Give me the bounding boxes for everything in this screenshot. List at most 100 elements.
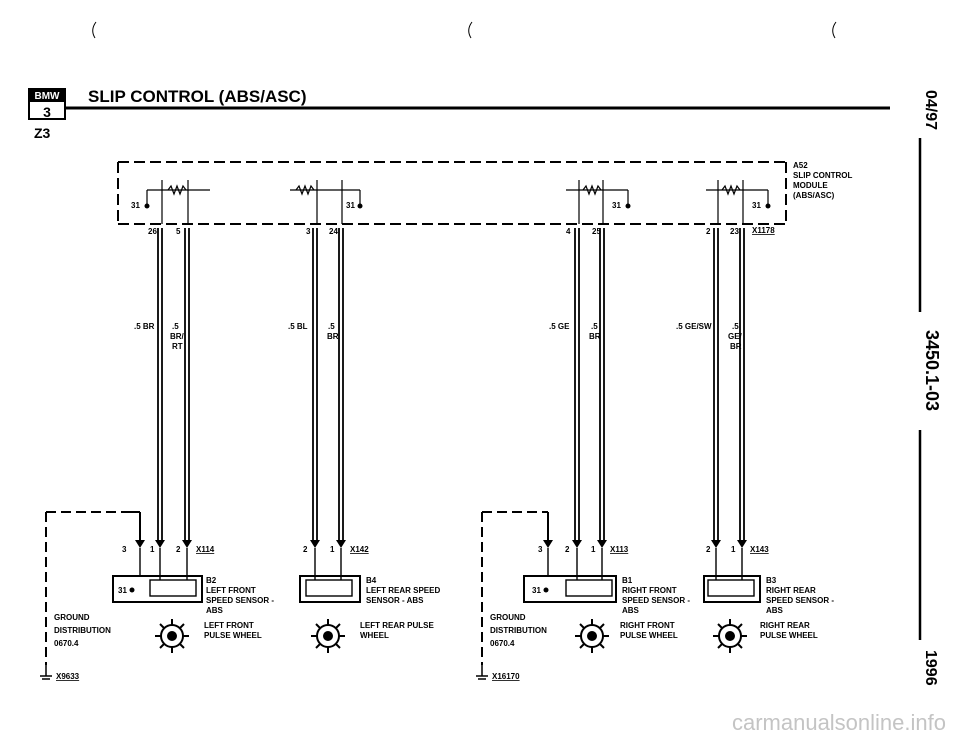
- s4-connector: X143: [750, 545, 769, 554]
- wire-bundles: [157, 228, 745, 540]
- s1-wheel-1: LEFT FRONT: [204, 621, 254, 630]
- s2-pulse-wheel-icon: [311, 619, 345, 653]
- wire-label-w8a: .5: [732, 322, 739, 331]
- s1-pulse-wheel-icon: [155, 619, 189, 653]
- ground-distribution-2: GROUND DISTRIBUTION 0670.4 X16170: [476, 613, 547, 681]
- s4-pin-a: 2: [706, 545, 711, 554]
- s1-wheel-2: PULSE WHEEL: [204, 631, 262, 640]
- side-date: 04/97: [922, 90, 939, 130]
- s4-wheel-2: PULSE WHEEL: [760, 631, 818, 640]
- s3-pin-a: 3: [538, 545, 543, 554]
- wire-label-w2b: BR/: [170, 332, 185, 341]
- pin-g2-ground: 31: [346, 201, 355, 210]
- s3-pin-b: 2: [565, 545, 570, 554]
- s4-id: B3: [766, 576, 777, 585]
- watermark: carmanualsonline.info: [732, 710, 946, 735]
- s4-pulse-wheel-icon: [713, 619, 747, 653]
- g1-point: X9633: [56, 672, 80, 681]
- wire-label-w5: .5 GE: [549, 322, 570, 331]
- s1-pin-c: 2: [176, 545, 181, 554]
- wire-label-w3: .5 BL: [288, 322, 308, 331]
- wire-label-w1: .5 BR: [134, 322, 155, 331]
- wire-label-w4b: BR: [327, 332, 339, 341]
- module-connector: X1178: [752, 226, 775, 235]
- s1-connector: X114: [196, 545, 215, 554]
- side-year: 1996: [922, 650, 939, 686]
- s3-id: B1: [622, 576, 633, 585]
- module-id: A52: [793, 161, 808, 170]
- g1-ground-icon: [40, 665, 52, 680]
- s4-pin-b: 1: [731, 545, 736, 554]
- wire-label-w6b: BR: [589, 332, 601, 341]
- sensor-b4: 2 1 X142 B4 LEFT REAR SPEED SENSOR - ABS…: [299, 545, 440, 653]
- s4-wheel-1: RIGHT REAR: [760, 621, 810, 630]
- module-line-3: (ABS/ASC): [793, 191, 835, 200]
- wire-label-w2a: .5: [172, 322, 179, 331]
- g1-line-2: DISTRIBUTION: [54, 626, 111, 635]
- logo-series: 3: [43, 104, 51, 120]
- g2-line-3: 0670.4: [490, 639, 515, 648]
- pin-g3-ground: 31: [612, 201, 621, 210]
- ground-distribution-1: GROUND DISTRIBUTION 0670.4 X9633: [40, 613, 111, 681]
- s1-line-1: LEFT FRONT: [206, 586, 256, 595]
- s1-line-3: ABS: [206, 606, 224, 615]
- s1-id: B2: [206, 576, 217, 585]
- pin-g3-a: 4: [566, 227, 571, 236]
- connector-arrows: [135, 540, 747, 548]
- s4-line-1: RIGHT REAR: [766, 586, 816, 595]
- s1-pin-b: 1: [150, 545, 155, 554]
- g1-line-3: 0670.4: [54, 639, 79, 648]
- pin-g1-a: 26: [148, 227, 157, 236]
- g2-ground-icon: [476, 665, 488, 680]
- side-page-code: 3450.1-03: [922, 330, 942, 411]
- s3-ground: 31: [532, 586, 541, 595]
- binding-marks: [92, 21, 837, 39]
- s3-line-1: RIGHT FRONT: [622, 586, 677, 595]
- wire-label-w8c: BR: [730, 342, 742, 351]
- wire-label-w8b: GE/: [728, 332, 743, 341]
- pin-g2-a: 3: [306, 227, 311, 236]
- sensor-b1: 3 2 1 X113 31 B1 RIGHT FRONT SPEED SENSO…: [523, 545, 690, 653]
- s2-wheel-1: LEFT REAR PULSE: [360, 621, 434, 630]
- s2-pin-a: 2: [303, 545, 308, 554]
- pin-g2-b: 24: [329, 227, 338, 236]
- module-enclosure: [117, 161, 787, 225]
- wire-label-w7: .5 GE/SW: [676, 322, 712, 331]
- s3-line-2: SPEED SENSOR -: [622, 596, 690, 605]
- page-title: SLIP CONTROL (ABS/ASC): [88, 87, 307, 106]
- s3-connector: X113: [610, 545, 629, 554]
- s3-wheel-2: PULSE WHEEL: [620, 631, 678, 640]
- s1-ground: 31: [118, 586, 127, 595]
- wire-label-w6a: .5: [591, 322, 598, 331]
- s2-wheel-2: WHEEL: [360, 631, 389, 640]
- model-label: Z3: [34, 125, 51, 141]
- wire-label-w2c: RT: [172, 342, 183, 351]
- wire-labels: .5 BR .5 BR/ RT .5 BL .5 BR .5 GE .5 BR …: [134, 322, 743, 351]
- logo-text: BMW: [35, 91, 61, 102]
- wire-label-w4a: .5: [328, 322, 335, 331]
- module-pin-labels: 31 26 5 31 3 24 31 4 25 31 2 23: [131, 201, 761, 236]
- s3-pin-c: 1: [591, 545, 596, 554]
- s3-wheel-1: RIGHT FRONT: [620, 621, 675, 630]
- s2-connector: X142: [350, 545, 369, 554]
- s2-id: B4: [366, 576, 377, 585]
- s2-pin-b: 1: [330, 545, 335, 554]
- bmw-logo: BMW 3: [28, 88, 66, 120]
- module-circuits: [146, 180, 769, 224]
- s3-line-3: ABS: [622, 606, 640, 615]
- sensor-b2: 3 1 2 X114 31 B2 LEFT FRONT SPEED SENSOR…: [112, 545, 274, 653]
- shield-wires: [45, 511, 549, 665]
- g1-line-1: GROUND: [54, 613, 90, 622]
- s4-line-2: SPEED SENSOR -: [766, 596, 834, 605]
- side-margin: 04/97 3450.1-03 1996: [918, 90, 942, 686]
- module-line-2: MODULE: [793, 181, 828, 190]
- g2-line-2: DISTRIBUTION: [490, 626, 547, 635]
- s1-line-2: SPEED SENSOR -: [206, 596, 274, 605]
- pin-g1-ground: 31: [131, 201, 140, 210]
- s2-line-2: SENSOR - ABS: [366, 596, 424, 605]
- module-line-1: SLIP CONTROL: [793, 171, 853, 180]
- s1-pin-a: 3: [122, 545, 127, 554]
- pin-g4-ground: 31: [752, 201, 761, 210]
- g2-point: X16170: [492, 672, 520, 681]
